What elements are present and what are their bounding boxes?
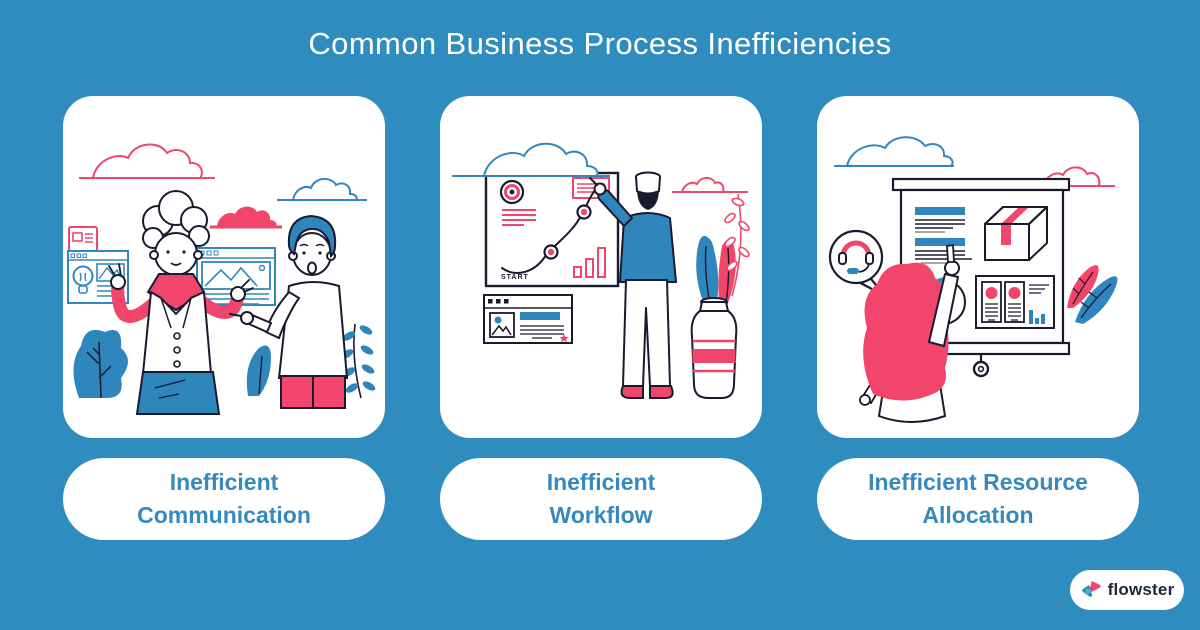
text-block (915, 207, 972, 264)
flowster-logo-text: flowster (1107, 580, 1175, 599)
bush-icon (73, 329, 128, 399)
leaf-icon (246, 345, 271, 396)
card-inefficient-workflow: START (440, 96, 762, 438)
woman-illustration (108, 190, 254, 415)
lightbulb-icon (72, 265, 94, 294)
leaves-icon (1067, 265, 1118, 324)
vase-plant (690, 193, 750, 399)
blue-cloud-icon (277, 178, 367, 201)
man-illustration (589, 171, 677, 399)
page-title: Common Business Process Inefficiencies (308, 26, 892, 61)
blue-cloud-icon (834, 136, 954, 167)
pink-cloud-icon (79, 143, 215, 179)
flowster-logo-icon (1081, 581, 1101, 597)
label-line: Inefficient (169, 469, 279, 496)
bar-chart-icon (573, 247, 606, 278)
label-inefficient-resource-allocation: Inefficient Resource Allocation (817, 458, 1139, 540)
man-illustration (229, 214, 349, 409)
label-line: Workflow (549, 502, 653, 528)
card-inefficient-communication (63, 96, 385, 438)
label-line: Inefficient Resource (868, 469, 1088, 496)
headset-icon (838, 240, 874, 274)
path-node-icon (543, 204, 592, 260)
package-box-icon (984, 206, 1048, 261)
documents-panel (975, 275, 1055, 329)
card-inefficient-resource-allocation (817, 96, 1139, 438)
star-icon (559, 334, 569, 343)
label-inefficient-communication: Inefficient Communication (63, 458, 385, 540)
communication-illustration (67, 143, 376, 415)
pink-filled-cloud-icon (210, 206, 282, 229)
label-inefficient-workflow: Inefficient Workflow (440, 458, 762, 540)
board-start-label: START (501, 274, 529, 281)
blue-cloud-icon (452, 142, 610, 177)
mini-browser-window-icon (68, 226, 98, 252)
resource-allocation-illustration (828, 136, 1118, 423)
label-line: Allocation (922, 502, 1034, 528)
leaves-icon (340, 323, 376, 399)
label-line: Communication (137, 502, 311, 528)
target-node-icon (499, 179, 525, 205)
label-line: Inefficient (546, 469, 656, 496)
browser-window-icon (483, 294, 573, 344)
pink-cloud-icon (672, 176, 748, 193)
flowster-logo: flowster (1070, 570, 1184, 610)
flowchart-board: START (484, 171, 620, 288)
workflow-illustration: START (452, 142, 750, 399)
woman-illustration (859, 244, 966, 423)
